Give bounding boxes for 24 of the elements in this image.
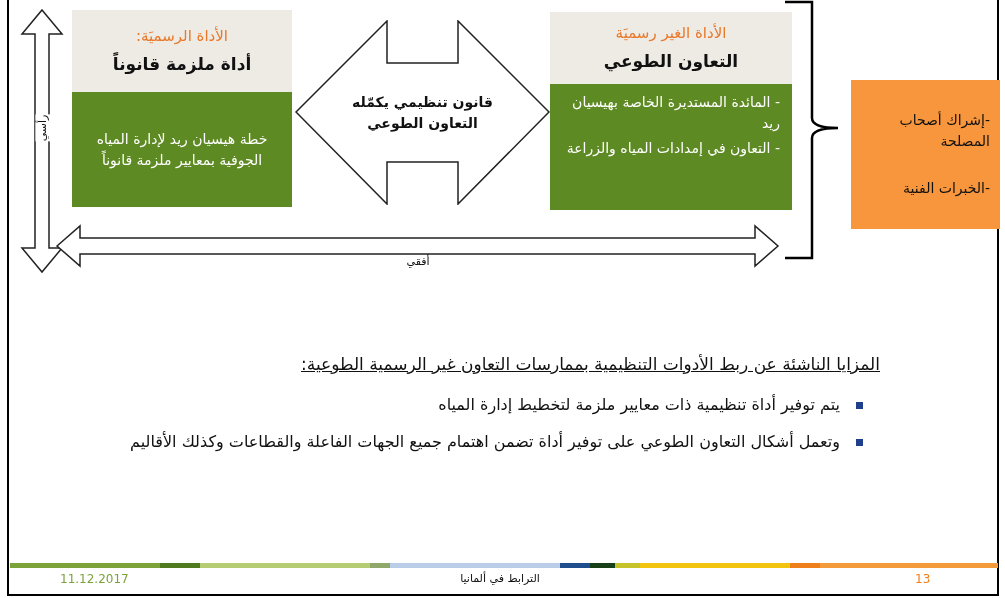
footer-date: 11.12.2017 — [60, 571, 130, 588]
content-panel — [550, 84, 792, 210]
content-panel — [72, 92, 292, 207]
panel-text: خطة هيسيان ريد لإدارة المياه الجوفية بمعايير ملزمة قانوناً — [95, 129, 269, 171]
section-heading: المزايا الناشئة عن ربط الأدوات التنظيمية بممارسات التعاون غير الرسمية الطوعية: — [300, 353, 880, 376]
list-item: - التعاون في إمدادات المياه والزراعة — [565, 139, 780, 159]
bullet-text: يتم توفير أداة تنظيمية ذات معايير ملزمة لتخطيط إدارة المياه — [437, 393, 840, 417]
panel-heading: الأداة الغير رسميَة — [615, 22, 727, 44]
bullet-text: وتعمل أشكال التعاون الطوعي على توفير أداة تضمن اهتمام جميع الجهات الفاعلة والقطاعات وكذلك الأقاليم — [129, 430, 840, 454]
panel-heading: الأداة الرسميَة: — [135, 25, 229, 47]
axis-label: رأسي — [35, 114, 52, 142]
content-panel — [851, 80, 1000, 229]
footer-title: الترابط في ألمانيا — [459, 571, 541, 587]
header-panel — [550, 12, 792, 84]
page-number: 13 — [915, 571, 932, 588]
axis-label: أفقي — [405, 254, 431, 270]
panel-title: أداة ملزمة قانوناً — [112, 51, 252, 77]
list-item: - المائدة المستديرة الخاصة بهيسيان ريد — [571, 93, 780, 134]
arrow-label: قانون تنظيمي يكمّله التعاون الطوعي — [351, 92, 494, 134]
list-item: -الخبرات الفنية — [902, 179, 990, 199]
double-arrow-shape — [295, 20, 550, 205]
panel-title: التعاون الطوعي — [603, 49, 739, 74]
list-item: -إشراك أصحاب المصلحة — [898, 110, 990, 151]
header-panel — [72, 10, 292, 92]
